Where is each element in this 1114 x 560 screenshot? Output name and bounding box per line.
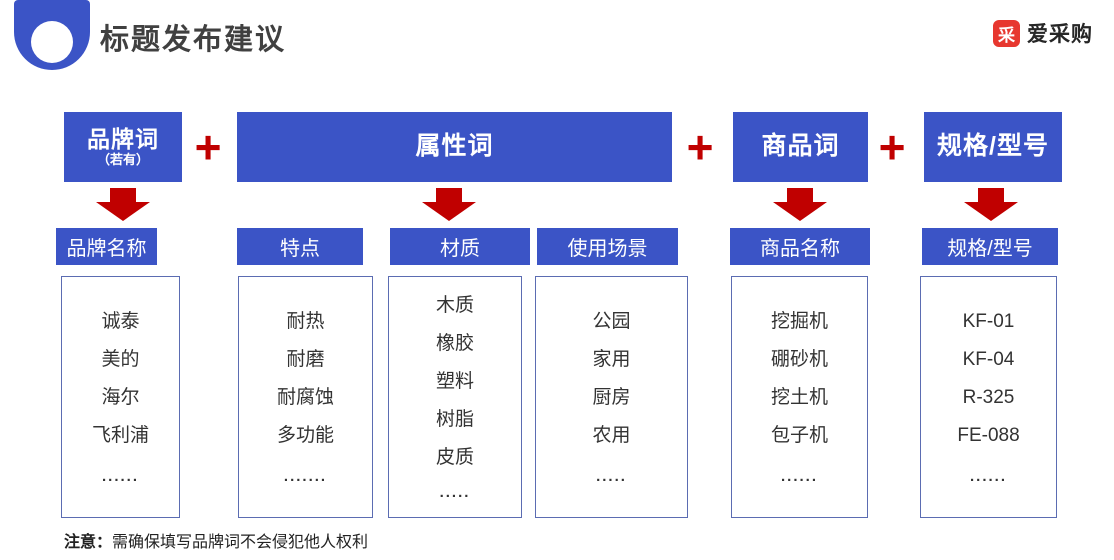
category-header-feature: 特点 — [237, 228, 363, 265]
list-item: 海尔 — [101, 387, 140, 408]
ellipsis-dots: ..... — [596, 468, 627, 485]
down-arrow-icon — [422, 188, 476, 221]
list-item: KF-04 — [962, 349, 1015, 370]
category-header-product-name: 商品名称 — [730, 228, 870, 265]
formula-box-attribute-word: 属性词 — [237, 112, 672, 182]
list-item: 耐腐蚀 — [276, 387, 334, 408]
content-box-usage-scene: 公园 家用 厨房 农用 ..... — [535, 276, 688, 518]
list-item: FE-088 — [957, 425, 1020, 446]
ellipsis-dots: ....... — [283, 468, 328, 485]
formula-box-brand-word: 品牌词 （若有） — [64, 112, 182, 182]
page-title: 标题发布建议 — [100, 24, 287, 56]
list-item: 公园 — [592, 311, 631, 332]
ellipsis-dots: ...... — [969, 468, 1007, 485]
plus-icon: + — [878, 121, 906, 173]
formula-label: 品牌词 — [87, 126, 159, 153]
plus-icon: + — [194, 121, 222, 173]
list-item: 家用 — [592, 349, 631, 370]
category-header-usage-scene: 使用场景 — [537, 228, 678, 265]
list-item: 耐热 — [286, 311, 325, 332]
list-item: 橡胶 — [435, 333, 474, 354]
list-item: 耐磨 — [286, 349, 325, 370]
ellipsis-dots: ..... — [439, 484, 471, 501]
list-item: 飞利浦 — [91, 425, 149, 446]
formula-sublabel: （若有） — [96, 151, 149, 167]
down-arrow-icon — [964, 188, 1018, 221]
list-item: 挖土机 — [770, 387, 828, 408]
list-item: 厨房 — [592, 387, 631, 408]
list-item: 木质 — [435, 295, 474, 316]
list-item: 树脂 — [435, 409, 474, 430]
note-text: 需确保填写品牌词不会侵犯他人权利 — [112, 534, 369, 551]
down-arrow-icon — [773, 188, 827, 221]
content-box-product-name: 挖掘机 硼砂机 挖土机 包子机 ...... — [731, 276, 868, 518]
footer-note: 注意：需确保填写品牌词不会侵犯他人权利 — [64, 528, 368, 552]
list-item: R-325 — [962, 387, 1015, 408]
brand-logo-icon: 采 — [993, 19, 1020, 47]
list-item: 皮质 — [435, 447, 474, 468]
content-box-feature: 耐热 耐磨 耐腐蚀 多功能 ....... — [238, 276, 373, 518]
list-item: 包子机 — [770, 425, 828, 446]
category-header-spec-model: 规格/型号 — [922, 228, 1058, 265]
formula-label: 属性词 — [415, 132, 494, 161]
list-item: 挖掘机 — [770, 311, 828, 332]
list-item: 美的 — [101, 349, 140, 370]
down-arrow-icon — [96, 188, 150, 221]
title-badge-icon — [14, 0, 90, 70]
formula-box-product-word: 商品词 — [733, 112, 868, 182]
formula-label: 商品词 — [761, 132, 840, 161]
ellipsis-dots: ...... — [101, 468, 139, 485]
content-box-spec-model: KF-01 KF-04 R-325 FE-088 ...... — [920, 276, 1057, 518]
category-header-material: 材质 — [390, 228, 530, 265]
ellipsis-dots: ...... — [780, 468, 818, 485]
list-item: 农用 — [592, 425, 631, 446]
brand-logo-text: 爱采购 — [1027, 23, 1093, 46]
plus-icon: + — [686, 121, 714, 173]
note-prefix: 注意： — [64, 534, 113, 551]
list-item: 诚泰 — [101, 311, 140, 332]
formula-label: 规格/型号 — [937, 132, 1049, 161]
badge-circle — [31, 21, 73, 63]
content-box-material: 木质 橡胶 塑料 树脂 皮质 ..... — [388, 276, 522, 518]
list-item: 硼砂机 — [770, 349, 828, 370]
brand-logo: 采 爱采购 — [993, 18, 1093, 48]
list-item: KF-01 — [962, 311, 1015, 332]
category-header-brand-name: 品牌名称 — [56, 228, 157, 265]
list-item: 塑料 — [435, 371, 474, 392]
list-item: 多功能 — [276, 425, 334, 446]
content-box-brand-name: 诚泰 美的 海尔 飞利浦 ...... — [61, 276, 180, 518]
formula-box-spec-model: 规格/型号 — [924, 112, 1062, 182]
